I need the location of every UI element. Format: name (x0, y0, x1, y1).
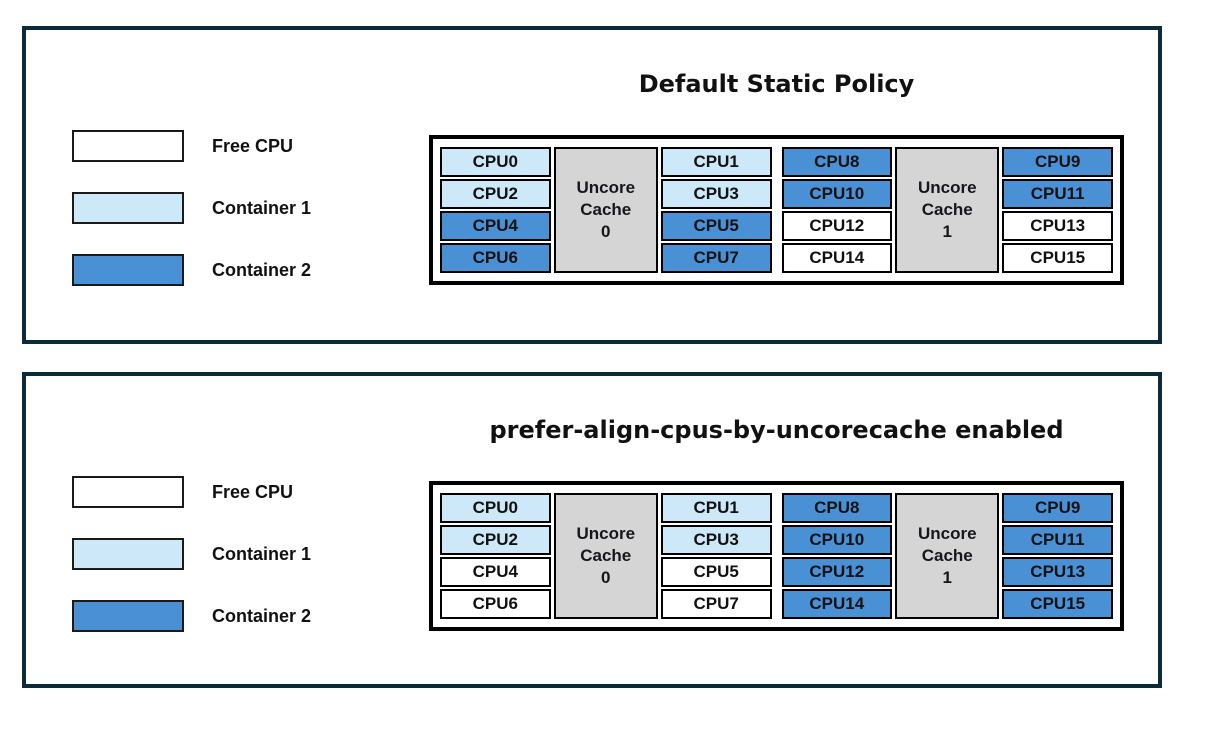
panel-title: prefer-align-cpus-by-uncorecache enabled (489, 416, 1064, 444)
cpu-cell: CPU4 (440, 557, 551, 587)
cpu-cell: CPU15 (1002, 589, 1113, 619)
cpu-cell: CPU13 (1002, 557, 1113, 587)
panel-default-static-policy: Default Static Policy Free CPU Container … (22, 26, 1162, 344)
legend-label: Container 1 (212, 543, 312, 564)
cpu-cell: CPU15 (1002, 243, 1113, 273)
legend-swatch (72, 192, 184, 224)
cpu-cell: CPU11 (1002, 179, 1113, 209)
cpu-cell: CPU5 (660, 557, 772, 587)
legend-swatch (72, 254, 184, 286)
legend-label: Container 1 (212, 197, 312, 218)
cpu-cell: CPU3 (660, 525, 772, 555)
uncore-cache-block: Uncore Cache 0 (553, 147, 658, 273)
legend-swatch (72, 130, 184, 162)
legend-swatch (72, 538, 184, 570)
cpu-cell: CPU7 (660, 243, 772, 273)
uncore-cache-block: Uncore Cache 1 (895, 147, 1000, 273)
legend-swatch (72, 600, 184, 632)
uncore-cache-block: Uncore Cache 0 (553, 493, 658, 619)
panel-title: Default Static Policy (638, 70, 915, 98)
legend-item: Container 2 (72, 254, 311, 286)
cpu-cell: CPU2 (440, 525, 551, 555)
cpu-cell: CPU8 (781, 493, 893, 523)
cpu-cell: CPU0 (440, 147, 551, 177)
legend-label: Container 2 (212, 259, 312, 280)
cpu-cell: CPU13 (1002, 211, 1113, 241)
uncore-cache-block: Uncore Cache 1 (895, 493, 1000, 619)
cpu-cell: CPU10 (781, 525, 893, 555)
cpu-cell: CPU11 (1002, 525, 1113, 555)
cpu-cell: CPU10 (781, 179, 893, 209)
legend-item: Container 2 (72, 600, 311, 632)
cpu-cell: CPU1 (660, 147, 772, 177)
cpu-cell: CPU8 (781, 147, 893, 177)
cpu-cell: CPU7 (660, 589, 772, 619)
cpu-cell: CPU0 (440, 493, 551, 523)
cpu-cell: CPU12 (781, 557, 893, 587)
cpu-cell: CPU9 (1002, 493, 1113, 523)
panel-prefer-align-cpus-by-uncorecache: prefer-align-cpus-by-uncorecache enabled… (22, 372, 1162, 688)
cpu-cell: CPU6 (440, 243, 551, 273)
cpu-cell: CPU14 (781, 589, 893, 619)
legend: Free CPU Container 1 Container 2 (72, 130, 311, 286)
legend-label: Free CPU (212, 481, 294, 502)
cpu-cell: CPU5 (660, 211, 772, 241)
cpu-cell: CPU1 (660, 493, 772, 523)
legend-item: Container 1 (72, 538, 311, 570)
legend-label: Free CPU (212, 135, 294, 156)
legend: Free CPU Container 1 Container 2 (72, 476, 311, 632)
legend-item: Free CPU (72, 476, 311, 508)
cpu-cell: CPU2 (440, 179, 551, 209)
cpu-cell: CPU6 (440, 589, 551, 619)
cpu-cell: CPU9 (1002, 147, 1113, 177)
legend-swatch (72, 476, 184, 508)
legend-label: Container 2 (212, 605, 312, 626)
cpu-cell: CPU14 (781, 243, 893, 273)
legend-item: Container 1 (72, 192, 311, 224)
legend-item: Free CPU (72, 130, 311, 162)
cpu-cell: CPU12 (781, 211, 893, 241)
cpu-cell: CPU4 (440, 211, 551, 241)
cpu-cell: CPU3 (660, 179, 772, 209)
